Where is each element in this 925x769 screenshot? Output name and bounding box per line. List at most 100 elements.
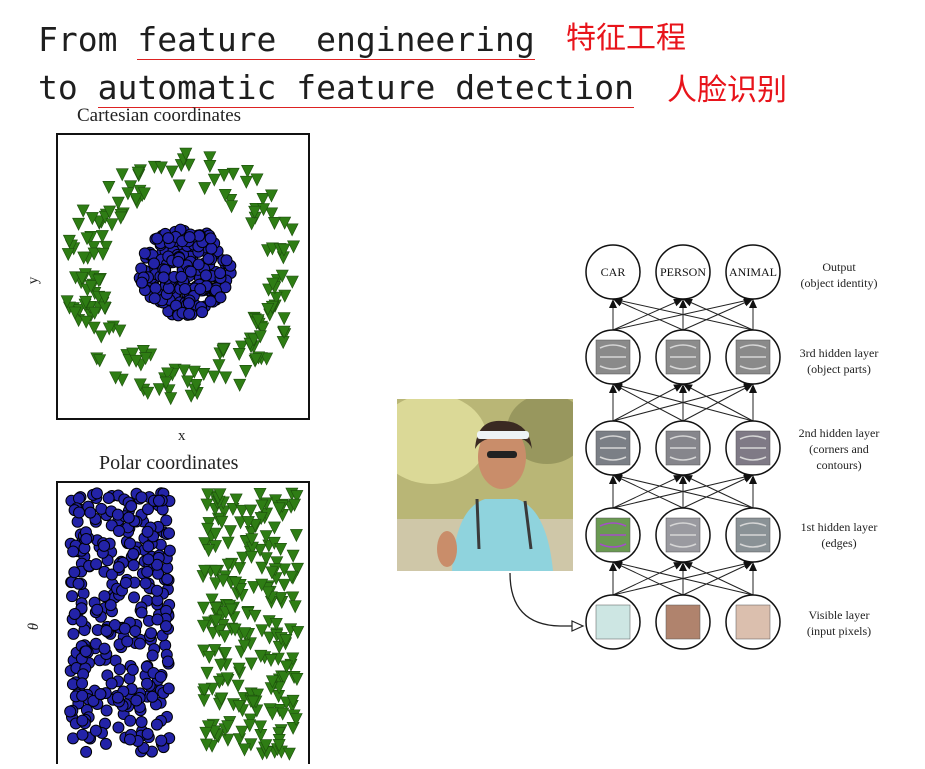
polar-outer-point [215, 515, 229, 529]
layer-label-hidden3-name: 3rd hidden layer [799, 346, 879, 360]
network-edge [682, 561, 754, 596]
polar-scatter-plot [56, 481, 310, 764]
polar-outer-point [197, 601, 211, 615]
polar-outer-point [198, 537, 212, 551]
polar-outer-point [254, 720, 267, 734]
polar-outer-point [244, 504, 258, 518]
polar-outer-point [236, 551, 250, 565]
polar-outer-point [229, 576, 243, 590]
layer-label-hidden3-desc: (object parts) [807, 362, 871, 376]
cartesian-outer-point [287, 240, 301, 254]
cartesian-outer-point [217, 168, 231, 182]
polar-plot-title: Polar coordinates [99, 452, 239, 474]
cartesian-inner-point [147, 257, 160, 270]
cartesian-inner-point [196, 306, 209, 319]
network-arrowhead [679, 475, 687, 484]
polar-outer-point [286, 549, 300, 563]
polar-outer-point [246, 695, 260, 709]
feature-stroke [739, 456, 767, 461]
polar-inner-point [80, 745, 93, 758]
polar-inner-point [124, 714, 137, 727]
network-arrowhead [743, 298, 753, 307]
layer-label-output-name: Output [822, 260, 856, 274]
polar-inner-point [89, 724, 102, 737]
polar-inner-point [141, 525, 154, 538]
polar-outer-point [277, 563, 291, 577]
polar-outer-point [221, 720, 235, 734]
layer-label-hidden1-desc: (edges) [821, 536, 857, 550]
polar-outer-point [245, 533, 259, 547]
polar-outer-point [223, 525, 237, 539]
polar-outer-point [279, 633, 293, 647]
feature-stroke [669, 365, 697, 370]
network-edge [612, 474, 754, 509]
polar-outer-point [238, 627, 252, 641]
polar-outer-point [263, 631, 276, 645]
polar-inner-point [135, 716, 148, 729]
cartesian-outer-point [126, 347, 140, 361]
polar-outer-point [214, 692, 228, 706]
polar-inner-point [141, 503, 154, 516]
polar-inner-point [102, 492, 115, 505]
polar-outer-point [228, 623, 242, 637]
layer-label-hidden2-name: 2nd hidden layer [798, 426, 880, 440]
cartesian-inner-point [220, 254, 233, 267]
polar-inner-point [146, 649, 159, 662]
network-arrowhead [683, 562, 693, 570]
polar-outer-point [198, 564, 212, 578]
polar-outer-point [286, 591, 300, 605]
cartesian-x-label: x [178, 428, 186, 444]
polar-inner-point [161, 573, 174, 586]
cartesian-inner-point [204, 295, 217, 308]
cartesian-outer-point [159, 376, 173, 390]
cartesian-inner-point [192, 258, 205, 271]
polar-outer-point [255, 561, 269, 575]
cartesian-outer-point [103, 205, 117, 219]
title-line-1: From feature engineering [38, 20, 555, 60]
polar-outer-point [209, 602, 223, 616]
cartesian-outer-point [203, 151, 217, 165]
polar-inner-point [141, 565, 154, 578]
photo-arrow-head [571, 620, 585, 632]
polar-outer-point [267, 521, 281, 535]
photo-to-input-arrow [509, 572, 578, 627]
polar-outer-point [261, 586, 275, 600]
network-node [585, 244, 641, 300]
title-feature-engineering: feature engineering [137, 20, 535, 60]
cartesian-outer-point [109, 371, 123, 385]
polar-inner-point [150, 718, 163, 731]
cartesian-inner-point [183, 307, 196, 320]
polar-outer-point [288, 498, 301, 512]
polar-outer-point [208, 527, 222, 541]
polar-inner-point [128, 591, 141, 604]
cartesian-outer-point [285, 275, 299, 289]
polar-inner-point [112, 721, 125, 734]
network-arrowhead [609, 299, 617, 308]
cartesian-outer-point [177, 364, 191, 378]
network-edge [612, 298, 754, 331]
polar-inner-point [105, 568, 118, 581]
cartesian-outer-point [87, 241, 101, 255]
output-node-car-label: CAR [601, 265, 626, 279]
cartesian-outer-point [218, 189, 232, 202]
person-photo [397, 399, 573, 571]
polar-inner-point [125, 500, 138, 513]
cartesian-outer-point [154, 161, 168, 175]
cartesian-outer-point [80, 232, 94, 246]
cartesian-outer-point [137, 187, 151, 201]
polar-outer-point [202, 544, 216, 558]
cartesian-scatter-plot [56, 133, 310, 420]
cartesian-inner-point [175, 270, 188, 283]
cartesian-inner-point [135, 276, 148, 289]
cartesian-outer-point [226, 167, 240, 181]
polar-outer-point [197, 683, 211, 697]
cartesian-outer-point [75, 271, 89, 285]
polar-outer-point [276, 707, 290, 721]
network-arrowhead [749, 384, 757, 393]
network-arrowhead [679, 384, 687, 393]
network-edge [682, 474, 754, 509]
cartesian-inner-point [148, 292, 161, 305]
polar-outer-point [232, 662, 246, 676]
cartesian-outer-point [79, 295, 93, 309]
